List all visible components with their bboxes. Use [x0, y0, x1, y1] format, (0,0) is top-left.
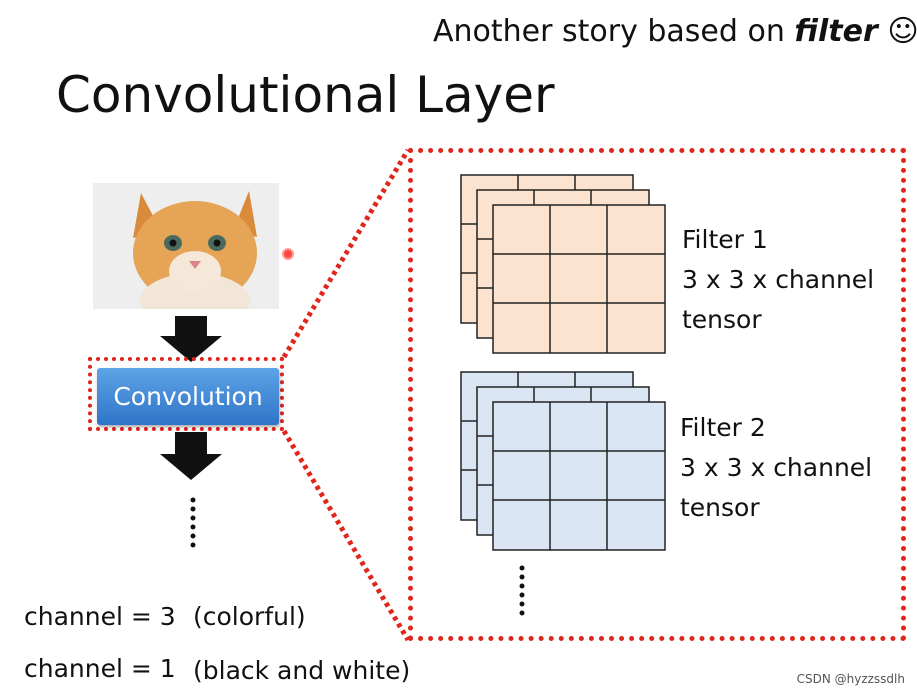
down-arrow-icon: [160, 316, 222, 362]
vertical-ellipsis-icon: [519, 565, 525, 616]
filter-2-tensor: [460, 371, 666, 551]
filter-1-name: Filter 1: [682, 225, 768, 254]
filters-panel: [408, 148, 906, 641]
pointer-dot-icon: [282, 248, 294, 260]
convolution-block: Convolution: [97, 368, 279, 425]
filter-1-tensor: [460, 174, 666, 354]
convolution-highlight: [88, 357, 284, 431]
filter-1-label: Filter 1 3 x 3 x channel tensor: [682, 220, 874, 340]
filter-2-type: tensor: [680, 493, 760, 522]
smiley-icon: ☺: [887, 14, 917, 49]
filter-2-label: Filter 2 3 x 3 x channel tensor: [680, 408, 872, 528]
filter-1-shape: 3 x 3 x channel: [682, 265, 875, 294]
slide-title: Convolutional Layer: [56, 66, 555, 124]
subtitle-prefix: Another story based on: [433, 14, 785, 49]
filter-2-name: Filter 2: [680, 413, 766, 442]
filter-1-type: tensor: [682, 305, 762, 334]
down-arrow-icon: [160, 432, 222, 480]
channel-3-desc: (colorful): [193, 602, 306, 631]
filter-2-shape: 3 x 3 x channel: [680, 453, 873, 482]
vertical-ellipsis-icon: [190, 497, 196, 548]
slide-subtitle: Another story based on filter ☺: [433, 14, 917, 49]
channel-1-desc: (black and white): [193, 656, 411, 685]
watermark: CSDN @hyzzssdlh: [796, 672, 905, 686]
subtitle-emphasis: filter: [794, 14, 878, 49]
channel-1-text: channel = 1: [24, 654, 176, 683]
kitten-image: [93, 183, 279, 309]
channel-3-text: channel = 3: [24, 602, 176, 631]
